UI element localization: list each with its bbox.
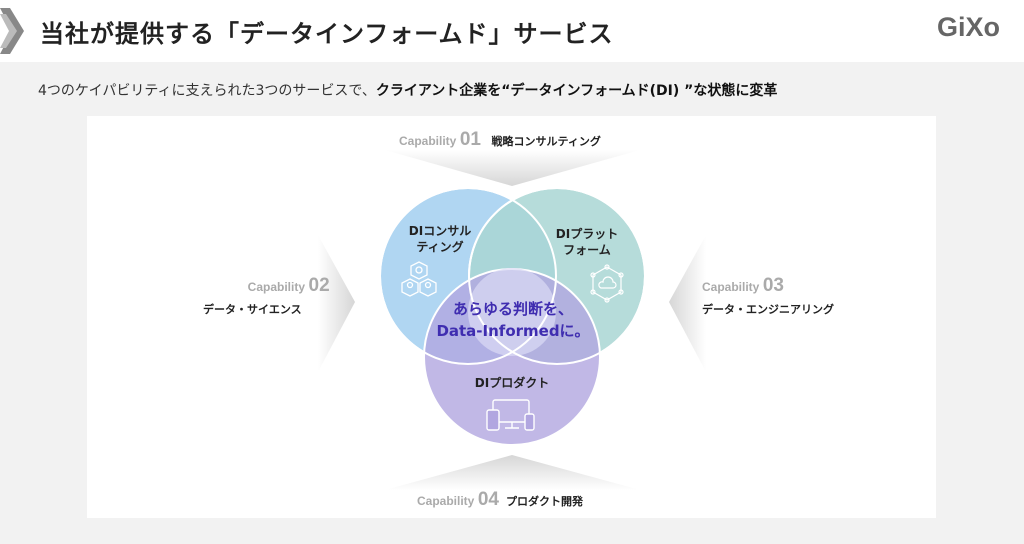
chevron-decoration-icon [0,8,24,54]
cap-prefix: Capability [247,280,306,294]
cap-label: データ・サイエンス [203,303,302,316]
page-title: 当社が提供する「データインフォームド」サービス [40,20,614,48]
cap-number: 01 [459,129,481,150]
devices-icon [486,399,535,431]
team-hexagon-icon [401,261,437,297]
subtitle-plain: 4つのケイパビリティに支えられた3つのサービスで、 [38,83,376,99]
service-di-product: DIプロダクト [474,376,550,390]
center-message: あらゆる判断を、Data-Informedに。 [436,300,590,340]
cap-prefix: Capability [399,134,457,148]
cap-number: 04 [477,489,499,510]
capability-02: Capability 02 データ・サイエンス [203,275,330,316]
cap-label: 戦略コンサルティング [491,135,601,148]
capability-04: Capability 04 プロダクト開発 [417,489,583,511]
capability-03: Capability 03 データ・エンジニアリング [702,275,834,316]
arrow-up-capability-04 [385,455,640,490]
cap-label: プロダクト開発 [506,495,583,508]
arrow-down-capability-01 [385,150,640,186]
subtitle: 4つのケイパビリティに支えられた3つのサービスで、クライアント企業を“データイン… [38,80,777,100]
cap-prefix: Capability [417,494,475,508]
cap-number: 03 [762,275,784,296]
cloud-network-icon [590,264,624,303]
arrow-right-capability-02 [318,235,355,372]
cap-number: 02 [308,275,330,296]
gixo-logo: GiXo [936,12,1000,42]
header: 当社が提供する「データインフォームド」サービス GiXo [0,0,1024,62]
cap-label: データ・エンジニアリング [702,303,834,316]
service-di-consulting: DIコンサルティング [408,224,472,254]
arrow-left-capability-03 [669,235,706,372]
service-di-platform: DIプラットフォーム [555,227,619,257]
cap-prefix: Capability [702,280,760,294]
capability-01: Capability 01 戦略コンサルティング [399,129,601,151]
subtitle-bold: クライアント企業を“データインフォームド(DI) ”な状態に変革 [375,83,778,99]
